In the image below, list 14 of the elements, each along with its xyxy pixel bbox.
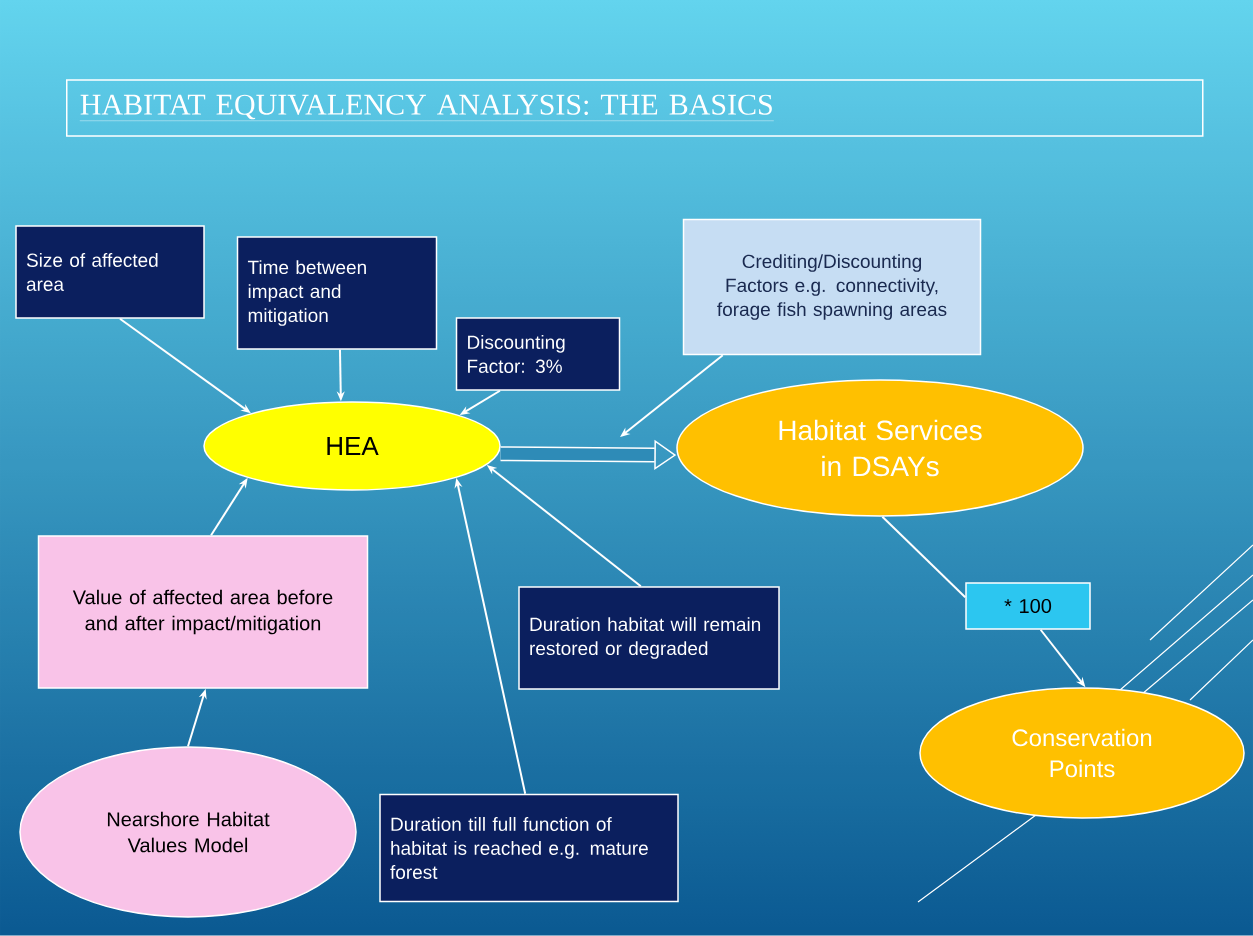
text-box: Duration till full function of habitat is reached e.g. mature forest [379,793,679,903]
text-box: Time between impact and mitigation [236,236,438,350]
text-box: Duration habitat will remain restored or degraded [518,586,780,690]
text-box: * 100 [965,582,1091,630]
arrow [620,354,724,437]
text-box: Size of affected area [15,225,205,319]
text-box: Discounting Factor: 3% [455,317,621,391]
title: HABITAT EQUIVALENCY ANALYSIS: THE BASICS [66,79,1204,137]
ellipse-node: Nearshore Habitat Values Model [19,746,357,918]
text-box: Value of affected area before and after impact/mitigation [37,535,369,689]
text-box: Crediting/Discounting Factors e.g. connectivity, forage fish spawning areas [682,218,982,356]
ellipse-node: Habitat Services in DSAYs [676,379,1084,517]
ellipse-node: Conservation Points [919,687,1245,819]
ellipse-node: HEA [203,401,501,491]
